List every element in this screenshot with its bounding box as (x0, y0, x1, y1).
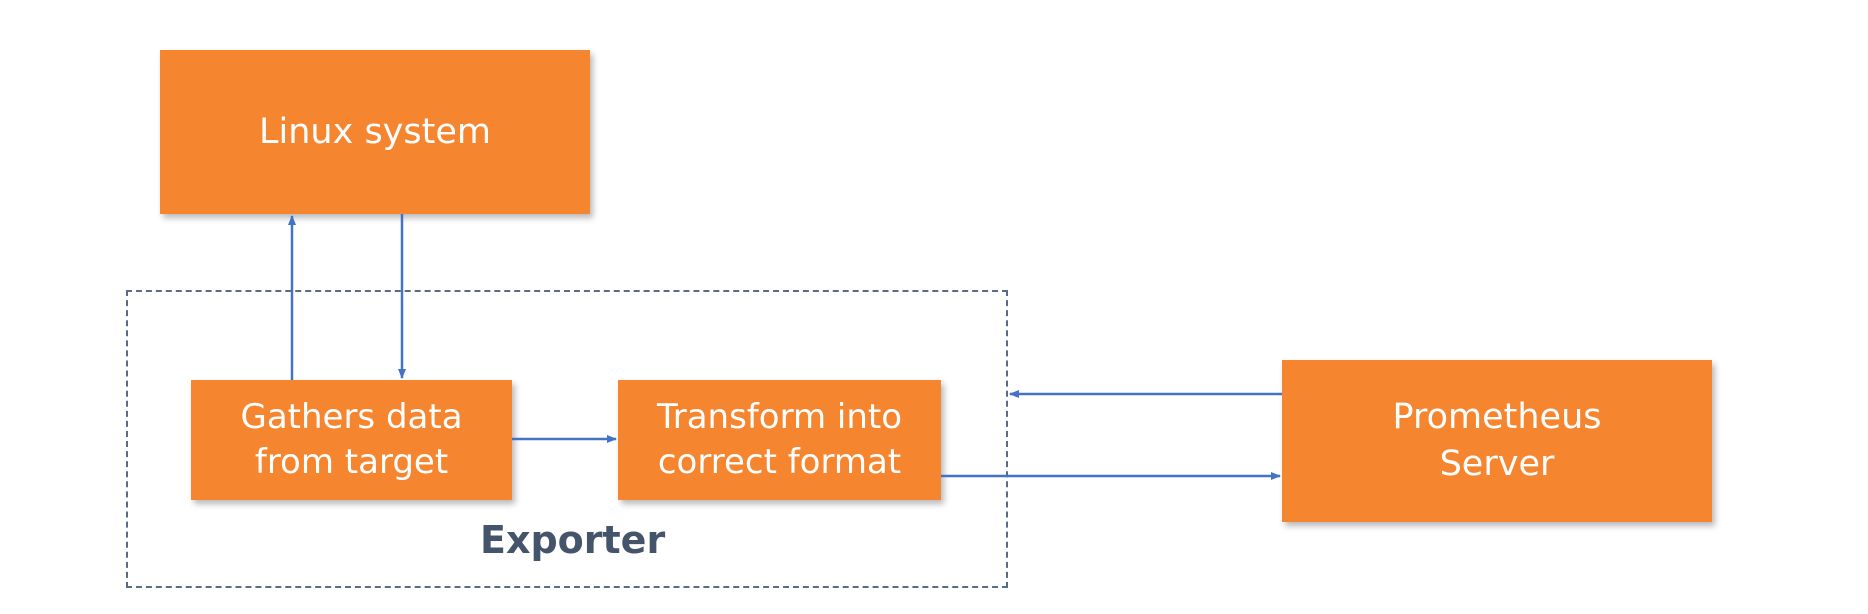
gather-data-label: Gathers data from target (240, 396, 463, 482)
transform-label: Transform into correct format (656, 396, 903, 482)
prometheus-server-label: Prometheus Server (1392, 397, 1602, 484)
transform-box: Transform into correct format (618, 380, 941, 500)
exporter-label: Exporter (480, 518, 666, 562)
prometheus-server-box: Prometheus Server (1282, 360, 1712, 522)
exporter-boundary (126, 290, 1008, 588)
linux-system-box: Linux system (160, 50, 590, 214)
gather-data-box: Gathers data from target (191, 380, 512, 500)
linux-system-label: Linux system (259, 111, 491, 152)
